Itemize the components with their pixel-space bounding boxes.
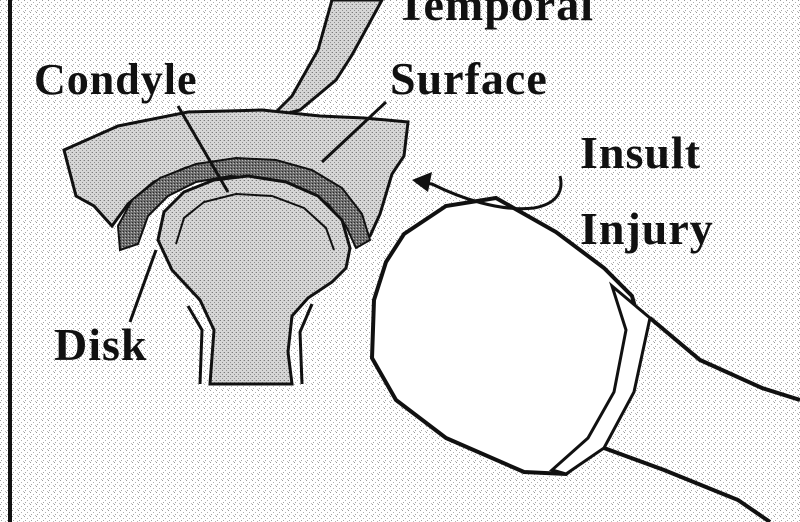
- label-disk: Disk: [54, 322, 147, 368]
- label-insult: Insult: [580, 130, 701, 176]
- label-temporal: Temporal: [396, 0, 594, 28]
- label-injury: Injury: [580, 206, 714, 252]
- label-condyle: Condyle: [34, 58, 197, 102]
- label-surface: Surface: [390, 56, 548, 102]
